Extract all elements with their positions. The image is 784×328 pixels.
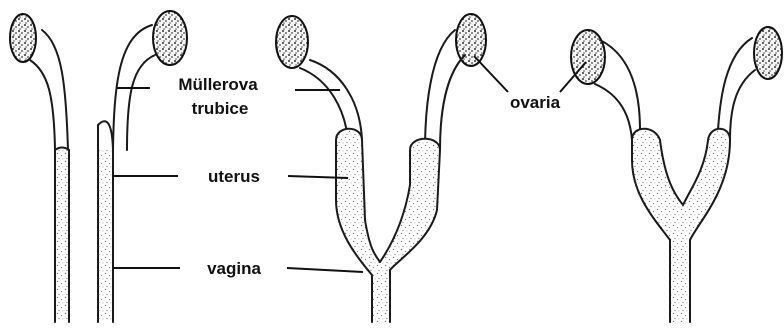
label-ovaria: ovaria: [510, 93, 561, 112]
left-ovary: [10, 14, 36, 62]
stage-separate-ducts: [10, 11, 187, 322]
right-ovary: [153, 11, 187, 65]
leader-vagina-right: [287, 268, 363, 272]
label-mullerian-ducts-line1: Müllerova: [178, 75, 258, 94]
left-duct-body: [55, 150, 69, 320]
ovary-left-3: [571, 30, 605, 84]
fused-uterus-vagina: [336, 129, 440, 322]
right-duct-body: [98, 150, 113, 320]
fused-uterus-3: [632, 129, 730, 322]
ovary-right-3: [754, 27, 782, 79]
ovary-left: [276, 16, 308, 68]
label-uterus: uterus: [208, 167, 260, 186]
label-mullerian-ducts-line2: trubice: [192, 99, 249, 118]
stage-further-fusion: [571, 27, 782, 322]
leader-ovaria-right: [474, 56, 508, 92]
ovary-right: [456, 14, 486, 66]
stage-partial-fusion: [276, 14, 486, 322]
label-vagina: vagina: [207, 259, 261, 278]
